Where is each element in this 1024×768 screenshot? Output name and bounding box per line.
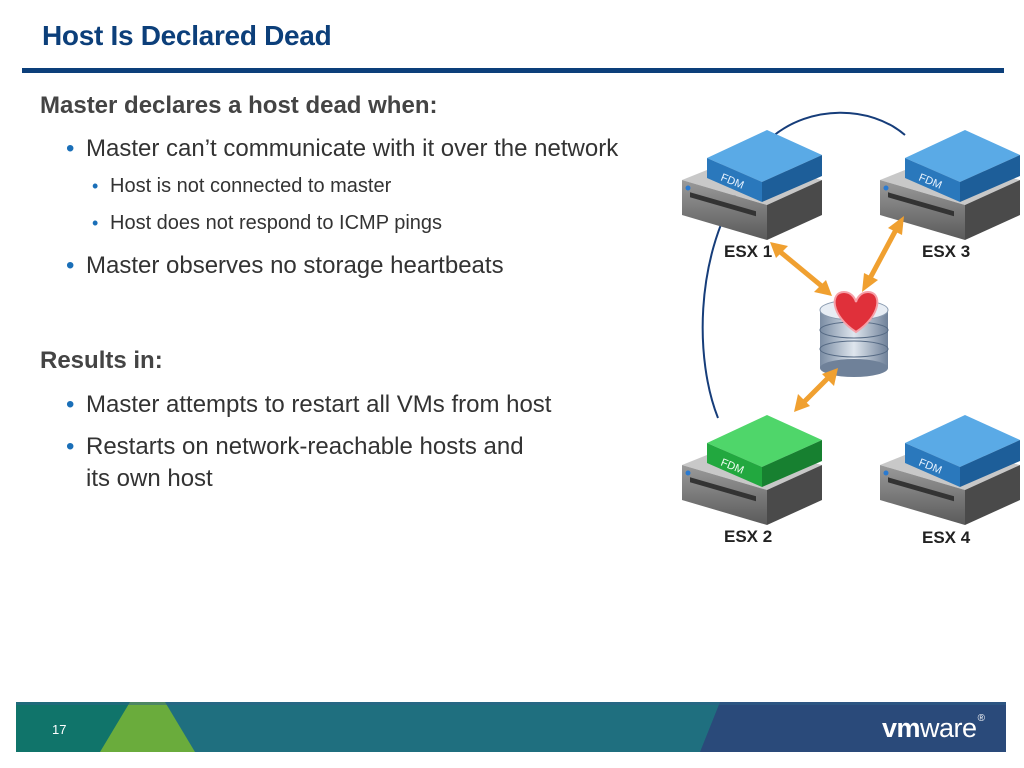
server-esx1-icon: FDM [682, 130, 822, 240]
subbullet-icmp: •Host does not respond to ICMP pings [92, 212, 443, 234]
title-divider [22, 68, 1004, 73]
server-esx3-icon: FDM [880, 130, 1020, 240]
subbullet-not-connected: •Host is not connected to master [92, 175, 392, 197]
bullet-network: •Master can’t communicate with it over t… [66, 133, 618, 165]
ha-cluster-diagram: FDM FDM FDM FDM [660, 100, 1020, 565]
network-link [771, 111, 906, 138]
heartbeat-arrow-esx1 [770, 242, 832, 296]
bullet-dot-icon: • [66, 391, 75, 418]
host-label-esx3: ESX 3 [922, 242, 971, 261]
section-heading-dead-conditions: Master declares a host dead when: [40, 92, 438, 119]
heartbeat-arrow-esx2 [794, 368, 838, 412]
bullet-restart-vms: •Master attempts to restart all VMs from… [66, 389, 551, 421]
host-label-esx2: ESX 2 [724, 527, 773, 546]
bullet-dot-icon: • [66, 135, 75, 162]
bullet-dot-icon: • [92, 213, 99, 233]
server-esx4-icon: FDM [880, 415, 1020, 525]
vmware-logo: vmware® [882, 713, 985, 743]
slide-title: Host Is Declared Dead [42, 20, 332, 51]
heart-icon [833, 290, 879, 334]
host-label-esx1: ESX 1 [724, 242, 773, 261]
heartbeat-arrow-esx3 [862, 216, 904, 292]
host-label-esx4: ESX 4 [922, 528, 971, 547]
section-heading-results: Results in: [40, 347, 163, 374]
bullet-dot-icon: • [92, 176, 99, 196]
bullet-dot-icon: • [66, 433, 75, 460]
bullet-dot-icon: • [66, 252, 75, 279]
bullet-heartbeats: •Master observes no storage heartbeats [66, 250, 504, 282]
server-esx2-icon: FDM [682, 415, 822, 525]
footer-band [16, 702, 1006, 752]
page-number: 17 [52, 722, 67, 737]
bullet-restart-hosts: •Restarts on network-reachable hosts and… [66, 433, 524, 492]
